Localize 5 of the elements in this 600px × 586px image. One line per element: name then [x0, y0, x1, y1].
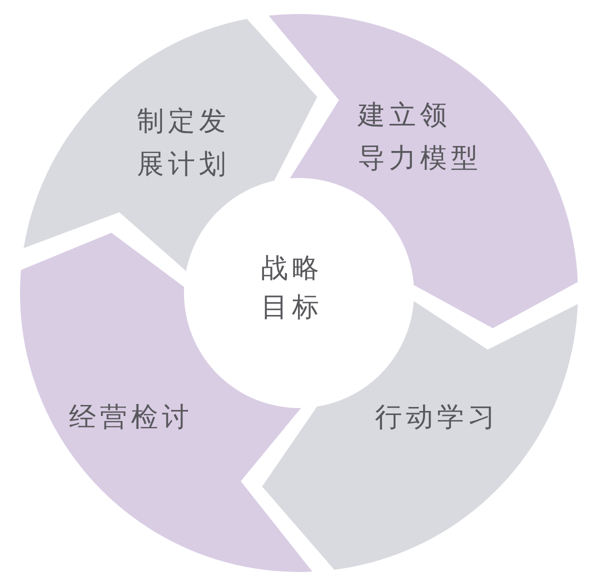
segment-label: 建立领导力模型 [358, 99, 482, 176]
segment-label: 经营检讨 [69, 401, 193, 435]
center-label: 战略目标 [261, 249, 323, 327]
segment-label: 制定发展计划 [137, 105, 230, 182]
segment-label: 行动学习 [375, 401, 499, 435]
